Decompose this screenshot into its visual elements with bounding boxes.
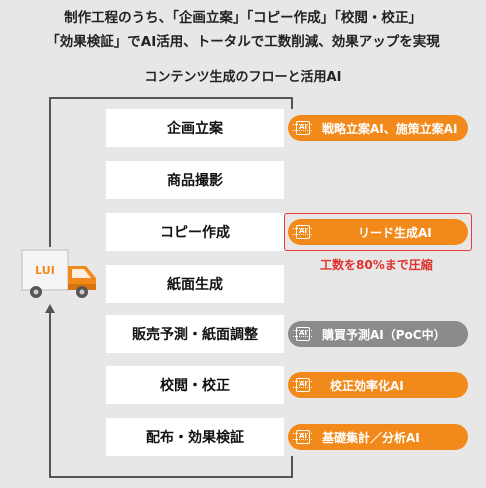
step-layout-generation: 紙面生成	[106, 265, 284, 303]
delivery-truck-icon: LUI	[21, 249, 96, 298]
ai-pill-label: リード生成AI	[358, 225, 432, 240]
highlight-frame	[284, 213, 472, 251]
loop-line-bottom	[49, 476, 293, 478]
step-distribution-analysis: 配布・効果検証	[106, 418, 284, 456]
ai-pill-analytics: AI 基礎集計／分析AI	[288, 424, 468, 450]
ai-chip-icon: AI	[293, 378, 312, 392]
step-sales-forecast: 販売予測・紙面調整	[106, 315, 284, 353]
reduction-note: 工数を80%まで圧縮	[320, 258, 433, 272]
ai-pill-label: 基礎集計／分析AI	[322, 430, 420, 445]
loop-line-left-upper	[49, 97, 51, 247]
step-proofreading: 校閲・校正	[106, 366, 284, 404]
step-product-photo: 商品撮影	[106, 161, 284, 199]
ai-chip-icon: AI	[293, 327, 312, 341]
loop-line-right-top	[291, 97, 293, 109]
loop-line-left-lower	[49, 312, 51, 478]
ai-chip-icon: AI	[293, 225, 312, 239]
ai-pill-proofreading: AI 校正効率化AI	[288, 372, 468, 398]
ai-pill-lead-generation: AI リード生成AI	[288, 219, 468, 245]
ai-pill-purchase-forecast: AI 購買予測AI（PoC中）	[288, 321, 468, 347]
ai-pill-label: 購買予測AI（PoC中）	[322, 327, 446, 342]
ai-chip-icon: AI	[293, 121, 312, 135]
step-copy-writing: コピー作成	[106, 213, 284, 251]
ai-pill-label: 校正効率化AI	[330, 378, 404, 393]
ai-pill-label: 戦略立案AI、施策立案AI	[322, 121, 458, 136]
step-planning: 企画立案	[106, 109, 284, 147]
loop-arrow-up-icon	[45, 304, 55, 313]
loop-line-right-bottom	[291, 456, 293, 478]
ai-chip-icon: AI	[293, 430, 312, 444]
truck-logo: LUI	[35, 264, 55, 277]
headline-line-1: 制作工程のうち、「企画立案」「コピー作成」「校閲・校正」	[64, 10, 422, 26]
headline-line-2: 「効果検証」でAI活用、トータルで工数削減、効果アップを実現	[46, 34, 440, 50]
flow-subtitle: コンテンツ生成のフローと活用AI	[144, 70, 342, 85]
ai-pill-strategy: AI 戦略立案AI、施策立案AI	[288, 115, 468, 141]
loop-line-top	[49, 97, 293, 99]
